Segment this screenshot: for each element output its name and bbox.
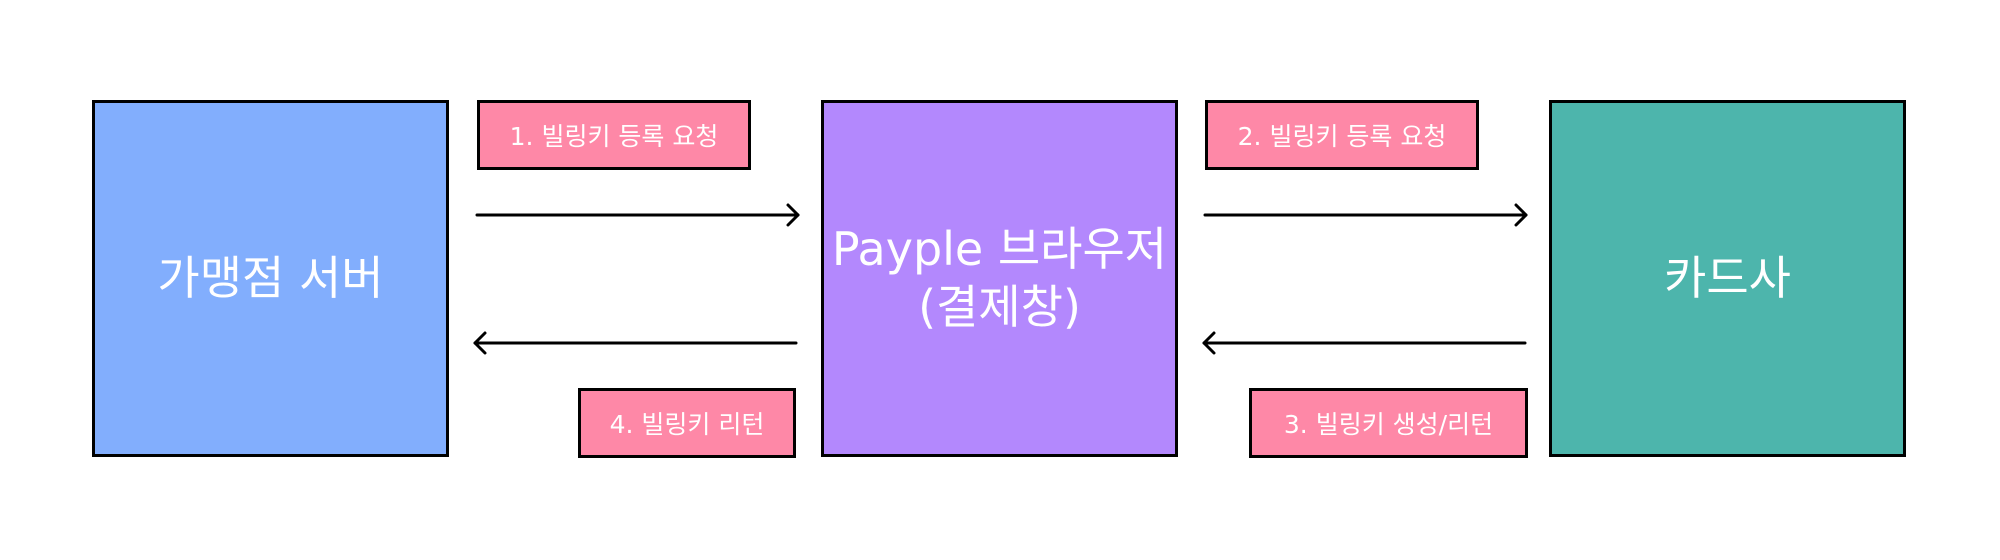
arrow-merchant-to-payple: [475, 203, 800, 227]
step-2-label: 2. 빌링키 등록 요청: [1205, 100, 1479, 170]
arrow-payple-to-card: [1203, 203, 1528, 227]
step-1-text: 1. 빌링키 등록 요청: [509, 122, 719, 151]
step-4-text: 4. 빌링키 리턴: [609, 410, 765, 439]
card-company-label: 카드사: [1664, 250, 1791, 305]
step-4-label: 4. 빌링키 리턴: [578, 388, 796, 458]
payple-browser-node: Payple 브라우저 (결제창): [821, 100, 1178, 457]
step-3-label: 3. 빌링키 생성/리턴: [1249, 388, 1528, 458]
step-1-label: 1. 빌링키 등록 요청: [477, 100, 751, 170]
arrow-payple-to-merchant: [473, 331, 798, 355]
step-3-text: 3. 빌링키 생성/리턴: [1283, 410, 1494, 439]
merchant-server-node: 가맹점 서버: [92, 100, 449, 457]
step-2-text: 2. 빌링키 등록 요청: [1237, 122, 1447, 151]
arrow-card-to-payple: [1202, 331, 1527, 355]
card-company-node: 카드사: [1549, 100, 1906, 457]
merchant-server-label: 가맹점 서버: [157, 250, 384, 305]
payple-browser-label: Payple 브라우저: [831, 222, 1168, 276]
payple-browser-sublabel: (결제창): [918, 279, 1081, 334]
